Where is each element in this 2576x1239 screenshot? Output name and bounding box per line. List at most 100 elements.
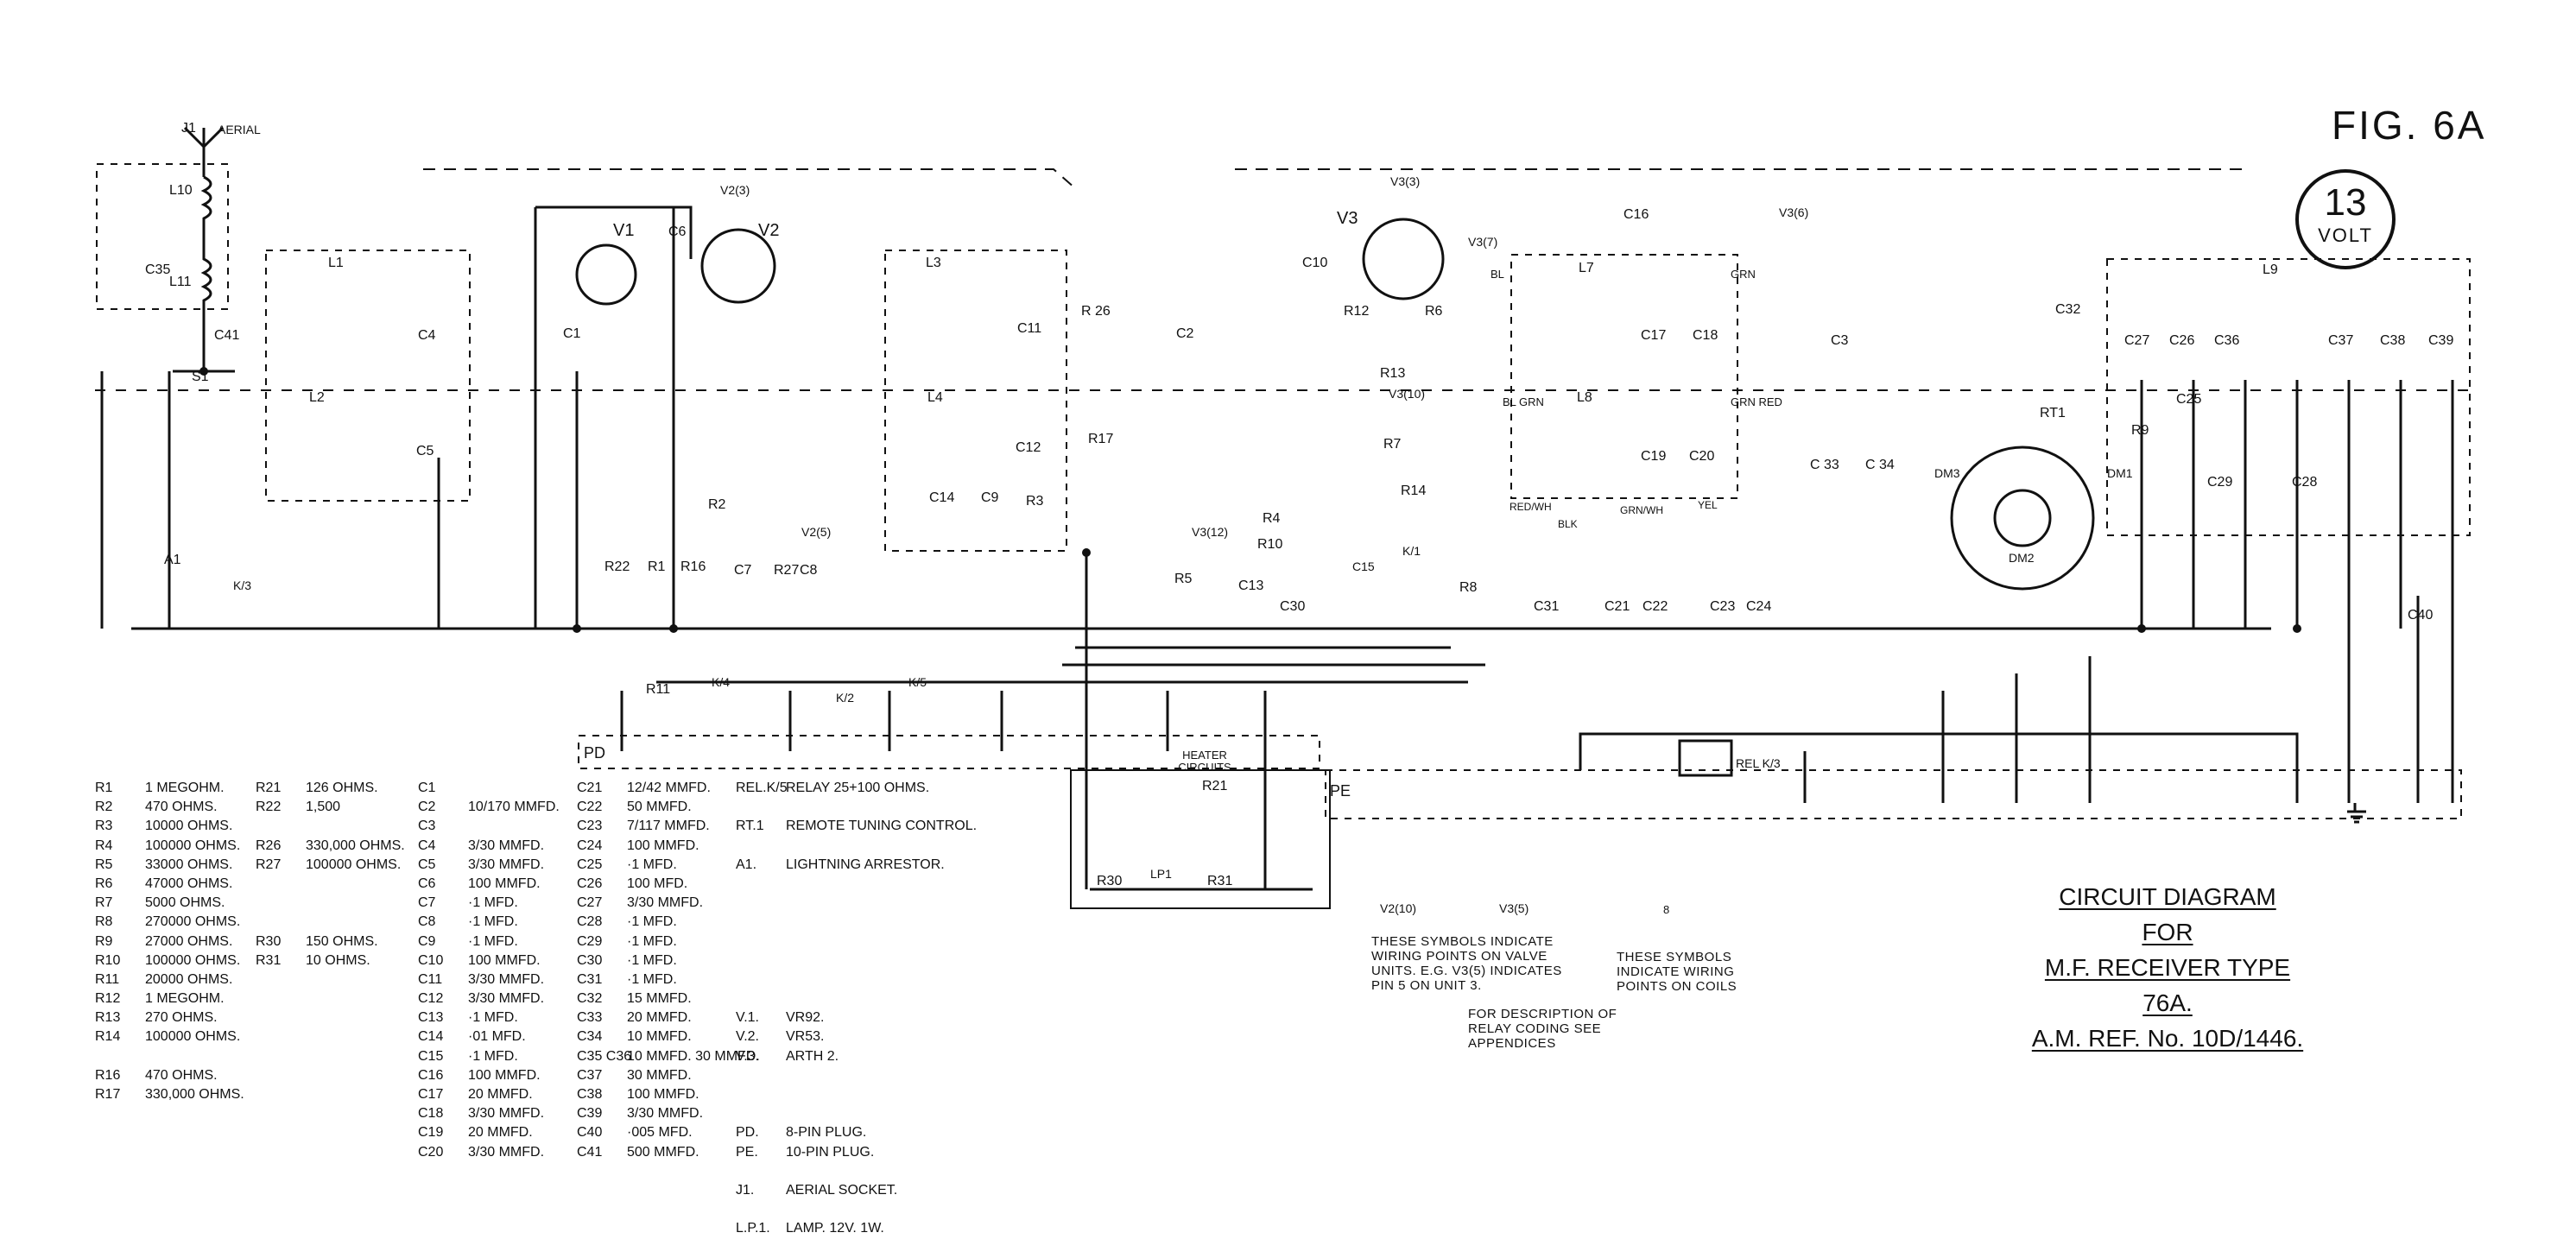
legend-ref: C33 — [577, 1010, 603, 1026]
title-line-3: M.F. RECEIVER TYPE 76A. — [2044, 954, 2291, 1016]
legend-value: 100 MMFD. — [468, 876, 541, 891]
label-c12: C12 — [1016, 440, 1041, 455]
legend-ref: R10 — [95, 952, 121, 968]
legend-value: 3/30 MMFD. — [468, 857, 545, 872]
label-aerial: AERIAL — [218, 123, 261, 136]
label-c36: C36 — [2214, 333, 2240, 348]
legend-value: ·1 MFD. — [627, 857, 677, 872]
label-c13: C13 — [1238, 578, 1264, 593]
legend-ref: C15 — [418, 1048, 444, 1064]
legend-value: 100 MFD. — [627, 876, 688, 891]
label-c9: C9 — [981, 490, 999, 505]
legend-ref: V.3. — [736, 1048, 759, 1064]
legend-row: V.2.VR53. — [736, 1027, 977, 1046]
legend-value: 20 MMFD. — [468, 1125, 533, 1141]
legend-ref: C1 — [418, 781, 436, 795]
label-c2: C2 — [1176, 326, 1194, 341]
legend-value: 5000 OHMS. — [145, 895, 225, 911]
legend-value: 47000 OHMS. — [145, 876, 233, 891]
legend-value: 100000 OHMS. — [306, 857, 402, 872]
figure-label: FIG. 6A — [2332, 103, 2487, 148]
legend-value: ·1 MFD. — [627, 971, 677, 987]
label-c24: C24 — [1746, 599, 1772, 614]
label-r16: R16 — [680, 559, 706, 574]
label-c26: C26 — [2169, 333, 2195, 348]
label-r4: R4 — [1263, 511, 1281, 526]
label-r5: R5 — [1174, 572, 1193, 586]
label-v3: V3 — [1337, 209, 1358, 228]
legend-value: 12/42 MMFD. — [627, 781, 711, 795]
legend-value: LIGHTNING ARRESTOR. — [786, 857, 945, 872]
legend-ref: C37 — [577, 1067, 603, 1083]
legend-ref: R26 — [256, 838, 282, 853]
label-r2: R2 — [708, 497, 726, 512]
legend-value: 20000 OHMS. — [145, 971, 233, 987]
label-r27: R27 — [774, 563, 800, 578]
legend-row — [256, 875, 405, 894]
legend-value: 100 MMFD. — [468, 952, 541, 968]
legend-row — [736, 875, 977, 894]
legend-value: 3/30 MMFD. — [468, 971, 545, 987]
legend-row — [736, 913, 977, 932]
legend-ref: R27 — [256, 857, 282, 872]
legend-value: ·1 MFD. — [627, 952, 677, 968]
legend-row: C19 20 MMFD. — [418, 1123, 560, 1142]
label-c37: C37 — [2328, 333, 2354, 348]
legend-ref: C20 — [418, 1144, 444, 1160]
circuit-schematic — [95, 126, 2478, 909]
label-r30: R30 — [1097, 874, 1123, 888]
label-c19: C19 — [1641, 449, 1667, 464]
badge-number: 13 — [2324, 181, 2367, 224]
legend-row: V.3.ARTH 2. — [736, 1047, 977, 1066]
legend-row: J1.AERIAL SOCKET. — [736, 1181, 977, 1200]
label-j1: J1 — [181, 121, 196, 136]
label-c30: C30 — [1280, 599, 1306, 614]
legend-value: 1 MEGOHM. — [145, 991, 225, 1007]
legend-value: REMOTE TUNING CONTROL. — [786, 819, 978, 834]
legend-value: 20 MMFD. — [627, 1010, 692, 1026]
legend-ref: R31 — [256, 952, 282, 968]
label-k5: K/5 — [908, 675, 927, 689]
legend-row: C9·1 MFD. — [418, 932, 560, 951]
label-k2: K/2 — [836, 691, 855, 705]
note-valve-symbols: THESE SYMBOLS INDICATE WIRING POINTS ON … — [1371, 934, 1562, 993]
legend-value: 330,000 OHMS. — [145, 1087, 244, 1102]
label-c7: C7 — [734, 563, 752, 578]
legend-ref: REL.K/5 — [736, 781, 788, 795]
label-c35: C35 — [145, 262, 171, 277]
legend-ref: C32 — [577, 991, 603, 1007]
legend-ref: R5 — [95, 857, 113, 872]
label-bl-grn: BL GRN — [1503, 395, 1544, 408]
label-l1: L1 — [328, 256, 344, 270]
legend-ref: C19 — [418, 1125, 444, 1141]
symbol-coil-8: 8 — [1663, 903, 1670, 916]
label-r7: R7 — [1383, 437, 1402, 452]
legend-ref: C13 — [418, 1010, 444, 1026]
legend-value: 3/30 MMFD. — [468, 991, 545, 1007]
legend-row — [736, 1066, 977, 1085]
legend-value: 270 OHMS. — [145, 1010, 218, 1026]
label-c27: C27 — [2124, 333, 2150, 348]
legend-row — [736, 1200, 977, 1219]
legend-row: V.1.VR92. — [736, 1008, 977, 1027]
legend-value: 330,000 OHMS. — [306, 838, 405, 853]
